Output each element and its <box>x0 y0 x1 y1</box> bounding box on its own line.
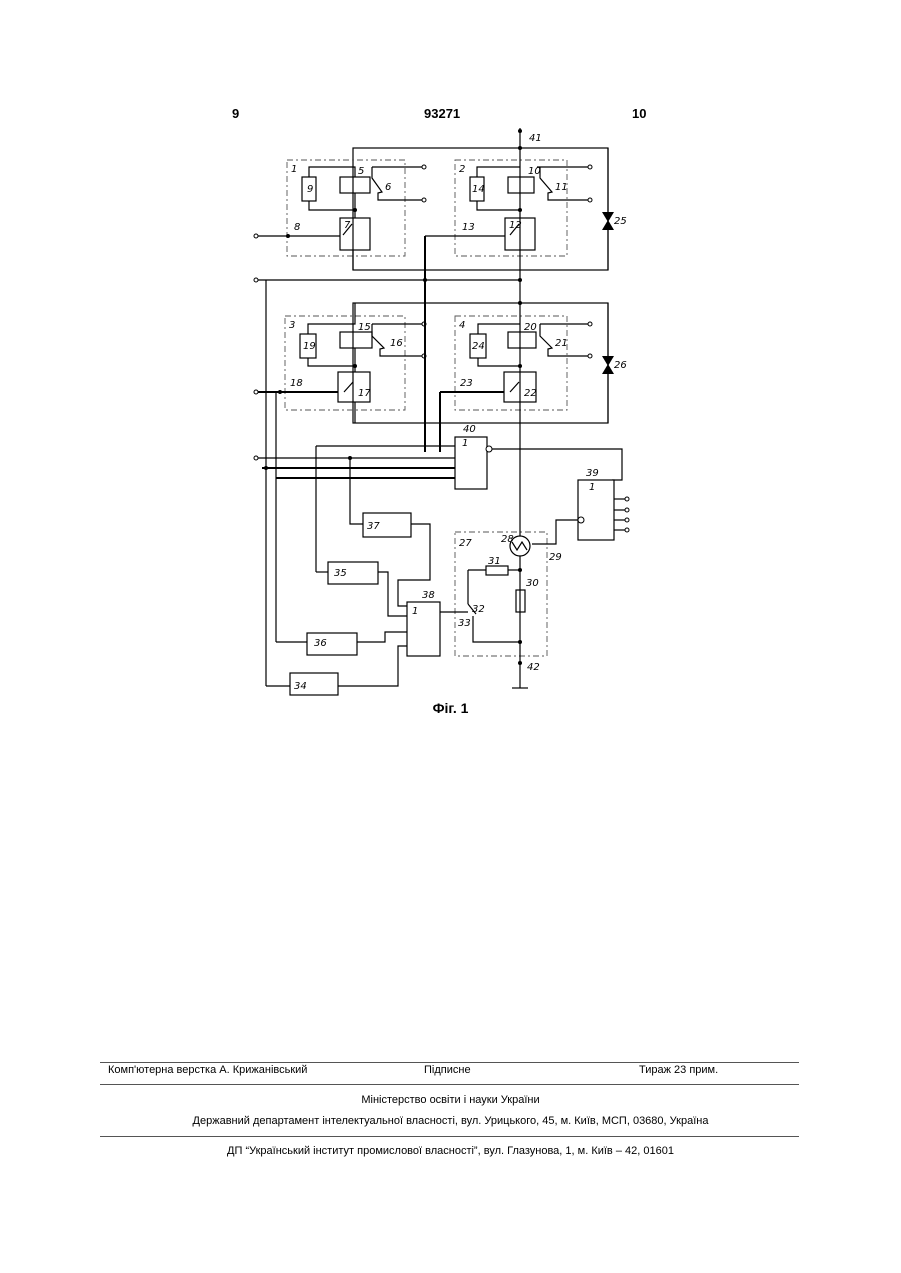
svg-text:31: 31 <box>488 556 501 567</box>
svg-text:23: 23 <box>460 378 473 389</box>
svg-text:39: 39 <box>586 468 599 479</box>
svg-text:33: 33 <box>458 618 471 629</box>
logic-gate-40 <box>455 437 487 489</box>
footer-department: Державний департамент інтелектуальної вл… <box>0 1115 901 1127</box>
figure-caption: Фіг. 1 <box>0 700 901 716</box>
svg-text:32: 32 <box>472 604 485 615</box>
svg-text:11: 11 <box>555 182 568 193</box>
unit-2-boundary <box>455 160 567 256</box>
svg-text:6: 6 <box>385 182 391 193</box>
unit-27-boundary <box>455 532 547 656</box>
svg-text:41: 41 <box>529 133 542 144</box>
svg-text:42: 42 <box>527 662 540 673</box>
svg-text:18: 18 <box>290 378 303 389</box>
unit-3-boundary <box>285 316 405 410</box>
svg-text:24: 24 <box>472 341 485 352</box>
unit-1-boundary <box>287 160 405 256</box>
svg-text:25: 25 <box>614 216 627 227</box>
footer-institute: ДП “Український інститут промислової вла… <box>0 1145 901 1157</box>
footer-ministry: Міністерство освіти і науки України <box>0 1094 901 1106</box>
svg-text:22: 22 <box>524 388 537 399</box>
footer-circulation: Тираж 23 прим. <box>639 1064 718 1076</box>
unit-4-boundary <box>455 316 567 410</box>
svg-text:9: 9 <box>307 184 313 195</box>
svg-text:3: 3 <box>289 320 295 331</box>
svg-text:1: 1 <box>291 164 297 175</box>
svg-text:35: 35 <box>334 568 347 579</box>
svg-text:5: 5 <box>358 166 364 177</box>
svg-text:20: 20 <box>524 322 537 333</box>
svg-text:16: 16 <box>390 338 403 349</box>
svg-text:8: 8 <box>294 222 300 233</box>
circuit-schematic: 195687 21410111312 2541 31915161817 4242… <box>0 0 901 720</box>
svg-text:17: 17 <box>358 388 371 399</box>
logic-gate-39 <box>578 480 614 540</box>
svg-text:38: 38 <box>422 590 435 601</box>
svg-text:7: 7 <box>344 220 351 231</box>
svg-text:36: 36 <box>314 638 327 649</box>
svg-text:13: 13 <box>462 222 475 233</box>
svg-text:29: 29 <box>549 552 562 563</box>
footer-rule-middle <box>100 1084 799 1085</box>
svg-text:1: 1 <box>589 482 595 493</box>
footer-rule-top <box>100 1062 799 1063</box>
svg-text:15: 15 <box>358 322 371 333</box>
svg-text:10: 10 <box>528 166 541 177</box>
svg-text:12: 12 <box>509 220 522 231</box>
svg-text:27: 27 <box>459 538 472 549</box>
svg-text:2: 2 <box>459 164 465 175</box>
svg-text:14: 14 <box>472 184 485 195</box>
svg-text:37: 37 <box>367 521 380 532</box>
svg-text:30: 30 <box>526 578 539 589</box>
svg-text:28: 28 <box>501 534 514 545</box>
svg-text:1: 1 <box>412 606 418 617</box>
svg-text:1: 1 <box>462 438 468 449</box>
module-frame-bottom <box>353 303 608 423</box>
footer-signed: Підписне <box>424 1064 471 1076</box>
svg-text:19: 19 <box>303 341 316 352</box>
svg-text:21: 21 <box>555 338 568 349</box>
module-frame-top <box>353 148 608 270</box>
footer-rule-bottom <box>100 1136 799 1137</box>
svg-text:34: 34 <box>294 681 307 692</box>
svg-text:4: 4 <box>459 320 465 331</box>
svg-text:40: 40 <box>463 424 476 435</box>
footer-layout-credit: Комп'ютерна верстка А. Крижанівський <box>108 1064 307 1076</box>
svg-text:26: 26 <box>614 360 627 371</box>
